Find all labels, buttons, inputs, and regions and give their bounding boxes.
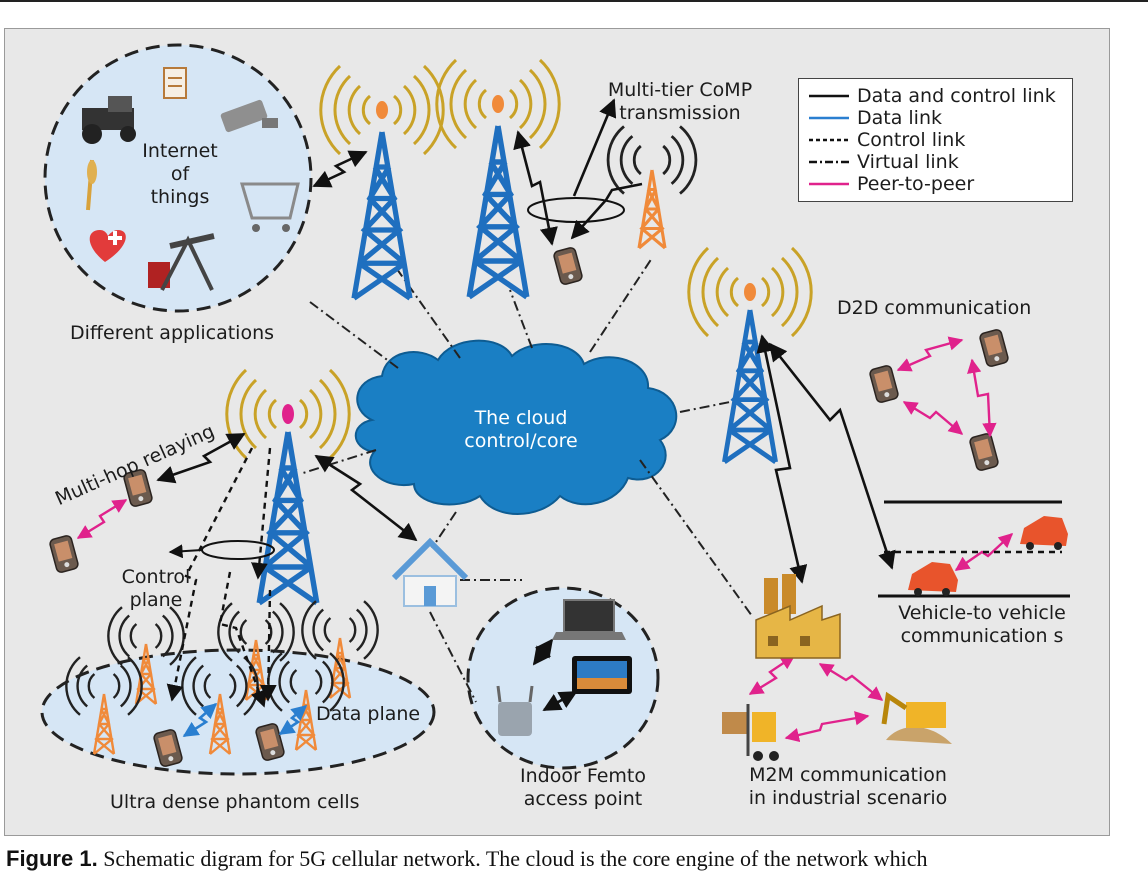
- data-plane-label: Data plane: [316, 703, 421, 725]
- camera-icon: [220, 99, 278, 133]
- control-plane-line1: Control: [121, 566, 191, 588]
- legend-label: Virtual link: [857, 151, 959, 173]
- legend: Data and control link Data link Control …: [798, 78, 1073, 202]
- d2d-label: D2D communication: [837, 297, 1032, 319]
- v2v-label-line2: communication s: [900, 625, 1064, 647]
- wheat-icon: [86, 159, 97, 211]
- car-icon: [1020, 516, 1068, 550]
- femto-label-line1: Indoor Femto: [520, 765, 646, 787]
- legend-item-data-control: Data and control link: [799, 85, 1072, 107]
- car-icon-2: [908, 562, 958, 596]
- forklift-icon: [722, 704, 779, 761]
- legend-label: Peer-to-peer: [857, 173, 975, 195]
- home-icon: [391, 537, 469, 607]
- road: [878, 500, 1070, 598]
- oil-pump-icon: [148, 233, 215, 291]
- comp-ellipse: [527, 197, 625, 223]
- tower-comp-main: [435, 58, 561, 297]
- femto-label-line2: access point: [523, 788, 643, 810]
- iot-label-line2: of: [170, 163, 190, 185]
- tower-d2d: [687, 246, 813, 462]
- comp-label-line2: transmission: [619, 102, 741, 124]
- m2m-label: M2M communication in industrial scenario: [730, 764, 966, 810]
- data-links: [182, 702, 308, 738]
- data-control-links: [156, 98, 896, 712]
- caption-prefix: Figure 1.: [6, 846, 98, 871]
- femto-label: Indoor Femto access point: [498, 765, 668, 811]
- caption-text: Schematic digram for 5G cellular network…: [97, 846, 928, 871]
- control-plane-label: Control plane: [108, 566, 204, 612]
- cloud-label-line1: The cloud: [474, 407, 568, 429]
- cloud-label-line2: control/core: [464, 430, 578, 452]
- comp-label-line1: Multi-tier CoMP: [607, 79, 753, 101]
- v2v-label: Vehicle-to vehicle communication s: [882, 602, 1082, 648]
- legend-label: Data link: [857, 107, 943, 129]
- figure-caption: Figure 1. Schematic digram for 5G cellul…: [6, 846, 928, 872]
- legend-item-virtual-link: Virtual link: [799, 151, 1072, 173]
- virtual-links: [299, 257, 753, 703]
- control-links: [166, 447, 277, 708]
- comp-label: Multi-tier CoMP transmission: [590, 79, 770, 125]
- document-icon: [163, 67, 187, 99]
- m2m-label-line1: M2M communication: [749, 764, 947, 786]
- tractor-icon: [82, 96, 136, 144]
- iot-label: Internet of things: [128, 140, 232, 209]
- different-applications-label: Different applications: [70, 322, 275, 344]
- legend-item-control-link: Control link: [799, 129, 1072, 151]
- iot-label-line1: Internet: [142, 140, 218, 162]
- tower-iot: [319, 64, 445, 298]
- tower-relay: [225, 368, 351, 603]
- health-icon: [89, 230, 126, 262]
- control-plane-line2: plane: [129, 589, 183, 611]
- v2v-label-line1: Vehicle-to vehicle: [898, 602, 1066, 624]
- legend-label: Data and control link: [857, 85, 1056, 107]
- tablet-icon: [572, 656, 632, 694]
- ultra-dense-label: Ultra dense phantom cells: [110, 791, 360, 813]
- legend-item-data-link: Data link: [799, 107, 1072, 129]
- control-plane-arrow: [168, 544, 203, 559]
- top-rule: [0, 0, 1148, 2]
- control-plane-ellipse: [201, 540, 275, 560]
- factory-icon: [755, 574, 841, 659]
- peer-links: [76, 336, 1014, 743]
- legend-item-peer: Peer-to-peer: [799, 173, 1072, 195]
- m2m-label-line2: in industrial scenario: [748, 787, 948, 809]
- excavator-icon: [881, 691, 952, 744]
- iot-label-line3: things: [150, 186, 210, 208]
- cloud-label: The cloud control/core: [438, 407, 604, 453]
- router-icon: [496, 685, 534, 736]
- legend-label: Control link: [857, 129, 966, 151]
- cart-icon: [239, 182, 300, 232]
- laptop-icon: [552, 599, 626, 640]
